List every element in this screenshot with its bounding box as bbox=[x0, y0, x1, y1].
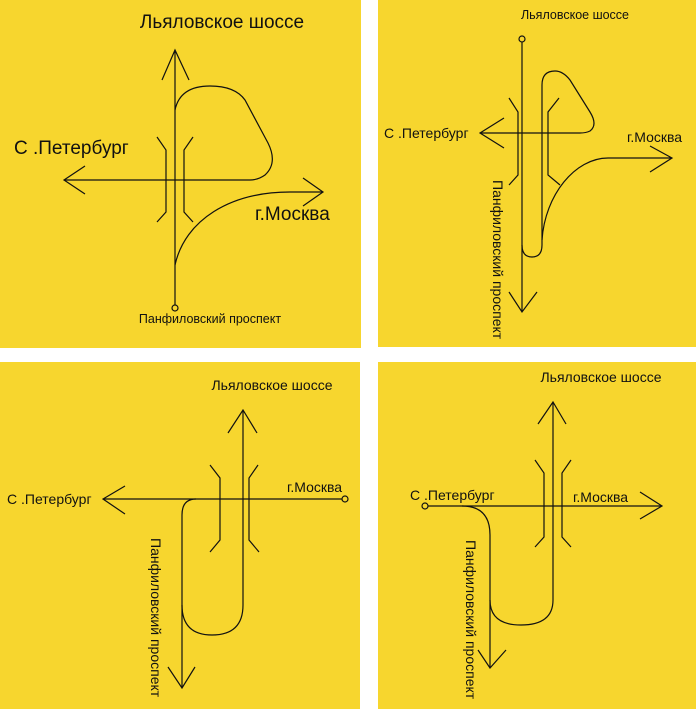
label-north: Льяловское шоссе bbox=[521, 8, 629, 22]
u-turn bbox=[489, 599, 554, 626]
ramp-to-moscow bbox=[174, 177, 325, 266]
label-south: Панфиловский проспект bbox=[490, 180, 506, 340]
bridge-left bbox=[209, 464, 221, 553]
bridge-left bbox=[156, 136, 167, 223]
label-south: Панфиловский проспект bbox=[148, 538, 164, 698]
loop-ramp bbox=[174, 85, 273, 181]
loop-ramp bbox=[461, 505, 507, 669]
label-south: Панфиловский проспект bbox=[463, 540, 479, 700]
u-turn bbox=[181, 604, 244, 636]
start-marker bbox=[171, 304, 179, 312]
loop-ramp bbox=[167, 498, 197, 690]
panel-2: Льяловское шоссе С .Петербург г.Москва П… bbox=[378, 0, 696, 347]
bridge-right bbox=[547, 97, 561, 186]
label-north: Льяловское шоссе bbox=[211, 377, 332, 393]
main-road-horizontal bbox=[101, 485, 342, 515]
label-west: С .Петербург bbox=[7, 491, 92, 507]
panel-background bbox=[378, 362, 696, 709]
main-road-west bbox=[478, 117, 580, 149]
label-north: Льяловское шоссе bbox=[540, 369, 661, 385]
label-east: г.Москва bbox=[573, 489, 628, 505]
label-west: С .Петербург bbox=[14, 138, 129, 159]
label-south: Панфиловский проспект bbox=[139, 312, 281, 326]
panel-1: Льяловское шоссе С .Петербург г.Москва П… bbox=[0, 0, 361, 348]
label-east: г.Москва bbox=[255, 204, 330, 225]
main-road-vertical bbox=[508, 42, 538, 314]
bridge-left bbox=[534, 459, 545, 548]
u-turn bbox=[521, 244, 543, 258]
bridge-right bbox=[183, 136, 194, 223]
panel-3: Льяловское шоссе С .Петербург г.Москва П… bbox=[0, 362, 360, 709]
label-east: г.Москва bbox=[287, 479, 342, 495]
label-west: С .Петербург bbox=[410, 487, 495, 503]
panel-background bbox=[0, 362, 360, 709]
bridge-right bbox=[561, 459, 572, 548]
main-road-vertical bbox=[227, 408, 258, 605]
panel-4: Льяловское шоссе С .Петербург г.Москва П… bbox=[378, 362, 696, 709]
label-west: С .Петербург bbox=[384, 125, 469, 141]
panel-background bbox=[0, 0, 361, 348]
start-marker bbox=[341, 495, 349, 503]
bridge-right bbox=[248, 464, 260, 553]
ramp-to-moscow bbox=[541, 145, 674, 241]
main-road-vertical bbox=[537, 400, 567, 600]
label-north: Льяловское шоссе bbox=[140, 12, 304, 33]
main-road-west bbox=[62, 165, 250, 195]
label-east: г.Москва bbox=[627, 129, 682, 145]
panel-background bbox=[378, 0, 696, 347]
loop-ramp bbox=[541, 70, 595, 245]
bridge-left bbox=[508, 97, 519, 186]
